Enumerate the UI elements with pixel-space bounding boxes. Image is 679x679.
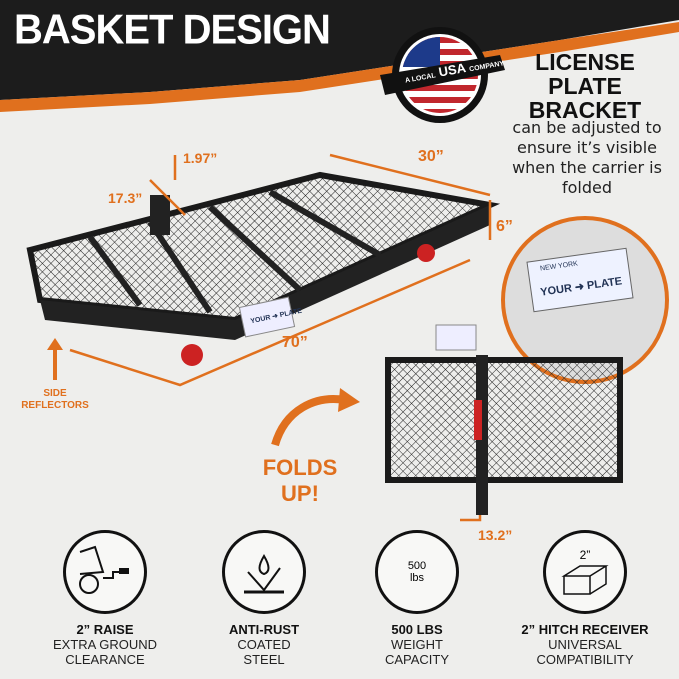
weight-icon-unit: lbs — [409, 572, 425, 584]
title-line: PLATE — [548, 73, 622, 99]
vehicle-raise-icon — [63, 530, 147, 614]
feature-heading: 2” RAISE — [76, 622, 134, 637]
hitch-receiver-icon: 2” — [543, 530, 627, 614]
usa-company-badge — [380, 27, 505, 123]
dimension-label: 17.3” — [108, 190, 143, 206]
weight-icon: 500 lbs — [375, 530, 459, 614]
orange-swash — [0, 22, 679, 112]
folded-basket-image — [385, 324, 623, 515]
feature-sub: CLEARANCE — [65, 652, 145, 667]
feature-capacity: 500 lbs 500 LBS WEIGHT CAPACITY — [342, 530, 492, 667]
dimension-label: 6” — [496, 218, 513, 235]
weight-icon-text: 500 — [407, 560, 427, 572]
feature-heading: 2” HITCH RECEIVER — [521, 622, 649, 637]
water-drop-icon — [222, 530, 306, 614]
dimension-label: 13.2” — [478, 527, 513, 543]
feature-hitch: 2” 2” HITCH RECEIVER UNIVERSAL COMPATIBI… — [510, 530, 660, 667]
feature-sub: WEIGHT — [391, 637, 443, 652]
folds-up-label: FOLDS UP! — [262, 455, 338, 506]
dimension-label: 30” — [418, 148, 444, 165]
feature-heading: ANTI-RUST — [228, 622, 300, 637]
title-line: BRACKET — [528, 97, 642, 123]
feature-sub: UNIVERSAL — [548, 637, 622, 652]
header-band — [0, 0, 679, 100]
page-title: BASKET DESIGN — [14, 6, 331, 54]
feature-raise: 2” RAISE EXTRA GROUND CLEARANCE — [30, 530, 180, 667]
license-plate-title: LICENSE PLATE BRACKET — [500, 50, 670, 122]
dimension-label: 70” — [282, 334, 308, 351]
feature-sub: EXTRA GROUND — [52, 637, 157, 652]
feature-sub: COATED — [237, 637, 291, 652]
feature-sub: COMPATIBILITY — [536, 652, 634, 667]
feature-heading: 500 LBS — [391, 622, 443, 637]
side-reflectors-label: SIDE REFLECTORS — [21, 388, 89, 411]
basket-image — [26, 171, 501, 366]
folds-arrow — [271, 395, 346, 447]
feature-sub: CAPACITY — [384, 652, 450, 667]
dimension-label: 1.97” — [183, 150, 218, 166]
hitch-size-text: 2” — [579, 548, 591, 562]
feature-anti-rust: ANTI-RUST COATED STEEL — [189, 530, 339, 667]
title-line: LICENSE — [535, 49, 635, 75]
license-plate-description: can be adjusted to ensure it’s visible w… — [512, 118, 662, 197]
feature-sub: STEEL — [243, 652, 285, 667]
